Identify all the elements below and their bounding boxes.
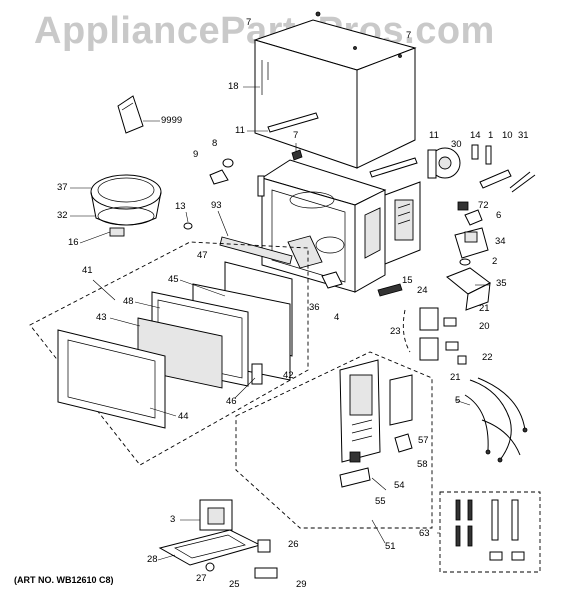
callout-21: 21 [479,303,490,314]
control-mount [384,181,421,265]
callout-54: 54 [394,480,405,491]
callout-45: 45 [168,274,179,285]
callout-31: 31 [518,130,529,141]
callout-30: 30 [451,139,462,150]
callout-26: 26 [288,539,299,550]
base-components [158,499,278,579]
literature-bag [117,95,144,134]
callout-27: 27 [196,573,207,584]
callout-15: 15 [402,275,413,286]
callout-24: 24 [417,285,428,296]
wire-harness [464,377,528,463]
callout-1: 1 [488,130,494,141]
callout-29: 29 [296,579,307,590]
art-number: (ART NO. WB12610 C8) [14,575,114,585]
callout-3: 3 [170,514,176,525]
callout-72: 72 [478,200,489,211]
door-components [57,261,293,429]
callout-42: 42 [283,370,294,381]
callout-58: 58 [417,459,428,470]
callout-32: 32 [57,210,68,221]
support-rods [267,112,418,178]
callout-63: 63 [419,528,430,539]
control-panel [339,359,413,488]
callout-11: 11 [235,125,245,136]
callout-7: 7 [246,17,252,28]
waveguide-parts [183,222,293,265]
callout-46: 46 [226,396,237,407]
callout-28: 28 [147,554,158,565]
callout-9: 9 [193,149,199,160]
callout-48: 48 [123,296,134,307]
callout-5: 5 [455,395,461,406]
callout-25: 25 [229,579,240,590]
callout-43: 43 [96,312,107,323]
callout-4: 4 [334,312,340,323]
callout-57: 57 [418,435,429,446]
oven-cavity [257,159,387,293]
callout-23: 23 [390,326,401,337]
callout-7: 7 [406,30,412,41]
callout-47: 47 [197,250,208,261]
hardware-kit [439,491,541,573]
cavity-cover-parts [287,235,403,297]
electrical-components [454,201,489,266]
turntable-assembly [90,174,162,237]
callout-16: 16 [68,237,79,248]
callout-41: 41 [82,265,93,276]
callout-37: 37 [57,182,68,193]
leader-lines [70,86,490,561]
control-panel-boundary [235,351,433,529]
callout-11: 11 [429,130,439,141]
outer-case [253,11,417,169]
thermal-parts [471,144,536,193]
callout-93: 93 [211,200,222,211]
callout-44: 44 [178,411,189,422]
callout-51: 51 [385,541,396,552]
callout-6: 6 [496,210,502,221]
interlock-assembly [402,307,467,365]
callout-21: 21 [450,372,461,383]
magnetron-bracket [446,267,491,311]
callout-22: 22 [482,352,493,363]
callout-35: 35 [496,278,507,289]
callout-14: 14 [470,130,481,141]
door-assembly-boundary [29,241,309,466]
callout-34: 34 [495,236,506,247]
callout-8: 8 [212,138,218,149]
callout-13: 13 [175,201,186,212]
callout-55: 55 [375,496,386,507]
callout-18: 18 [228,81,239,92]
callout-36: 36 [309,302,320,313]
callout-2: 2 [492,256,498,267]
callout-10: 10 [502,130,513,141]
callout-7: 7 [293,130,299,141]
callout-20: 20 [479,321,490,332]
fan-assembly [427,147,461,179]
callout-9999: 9999 [161,115,183,126]
small-fasteners [209,149,303,185]
